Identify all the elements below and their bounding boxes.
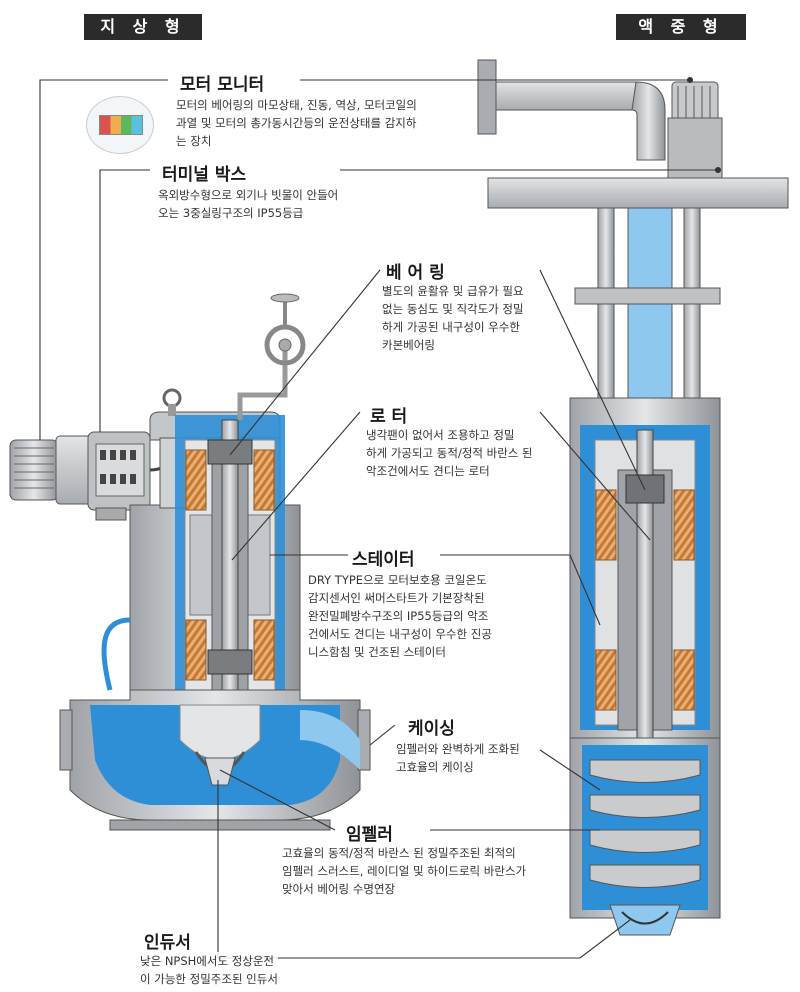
impeller-desc: 고효율의 동적/정적 바란스 된 정밀주조된 최적의 임펠러 스러스트, 레이디…	[282, 844, 527, 898]
impeller-title: 임펠러	[342, 820, 397, 845]
impeller-stages	[589, 759, 701, 888]
rotor-desc: 냉각팬이 없어서 조용하고 정밀 하게 가공되고 동적/정적 바란스 된 악조건…	[366, 426, 533, 480]
inducer-title: 인듀서	[140, 928, 195, 953]
terminal-box-unit	[87, 431, 151, 521]
bearing-title: 베 어 링	[382, 258, 449, 283]
terminal-box-desc: 옥외방수형으로 외기나 빗물이 안들어 오는 3중실링구조의 IP55등급	[158, 186, 339, 222]
terminal-box-title: 터미널 박스	[158, 160, 251, 185]
land-type-tag: 지 상 형	[84, 14, 202, 40]
motor-monitor-desc: 모터의 베어링의 마모상태, 진동, 역상, 모터코일의 과열 및 모터의 총가…	[176, 96, 417, 150]
rotor-title: 로 터	[366, 402, 412, 427]
motor-monitor-unit	[9, 435, 97, 505]
submersible-pump	[477, 59, 789, 936]
submersible-type-tag: 액 중 형	[616, 14, 746, 40]
monitor-display-icon	[99, 115, 143, 135]
casing-title: 케이싱	[404, 714, 459, 739]
motor-monitor-thumbnail	[86, 96, 154, 154]
stator-desc: DRY TYPE으로 모터보호용 코일온도 감지센서인 써머스타트가 기본장착된…	[308, 571, 492, 661]
motor-monitor-title: 모터 모니터	[176, 70, 269, 95]
leader-lines	[39, 76, 722, 959]
stator-title: 스테이터	[348, 545, 419, 570]
casing-desc: 임펠러와 완벽하게 조화된 고효율의 케이싱	[396, 740, 520, 776]
land-type-pump	[9, 293, 371, 831]
bearing-desc: 별도의 윤활유 및 급유가 필요 없는 동심도 및 직각도가 정밀 하게 가공된…	[382, 282, 524, 354]
inducer-desc: 낮은 NPSH에서도 정상운전 이 가능한 정밀주조된 인듀서	[140, 952, 278, 988]
